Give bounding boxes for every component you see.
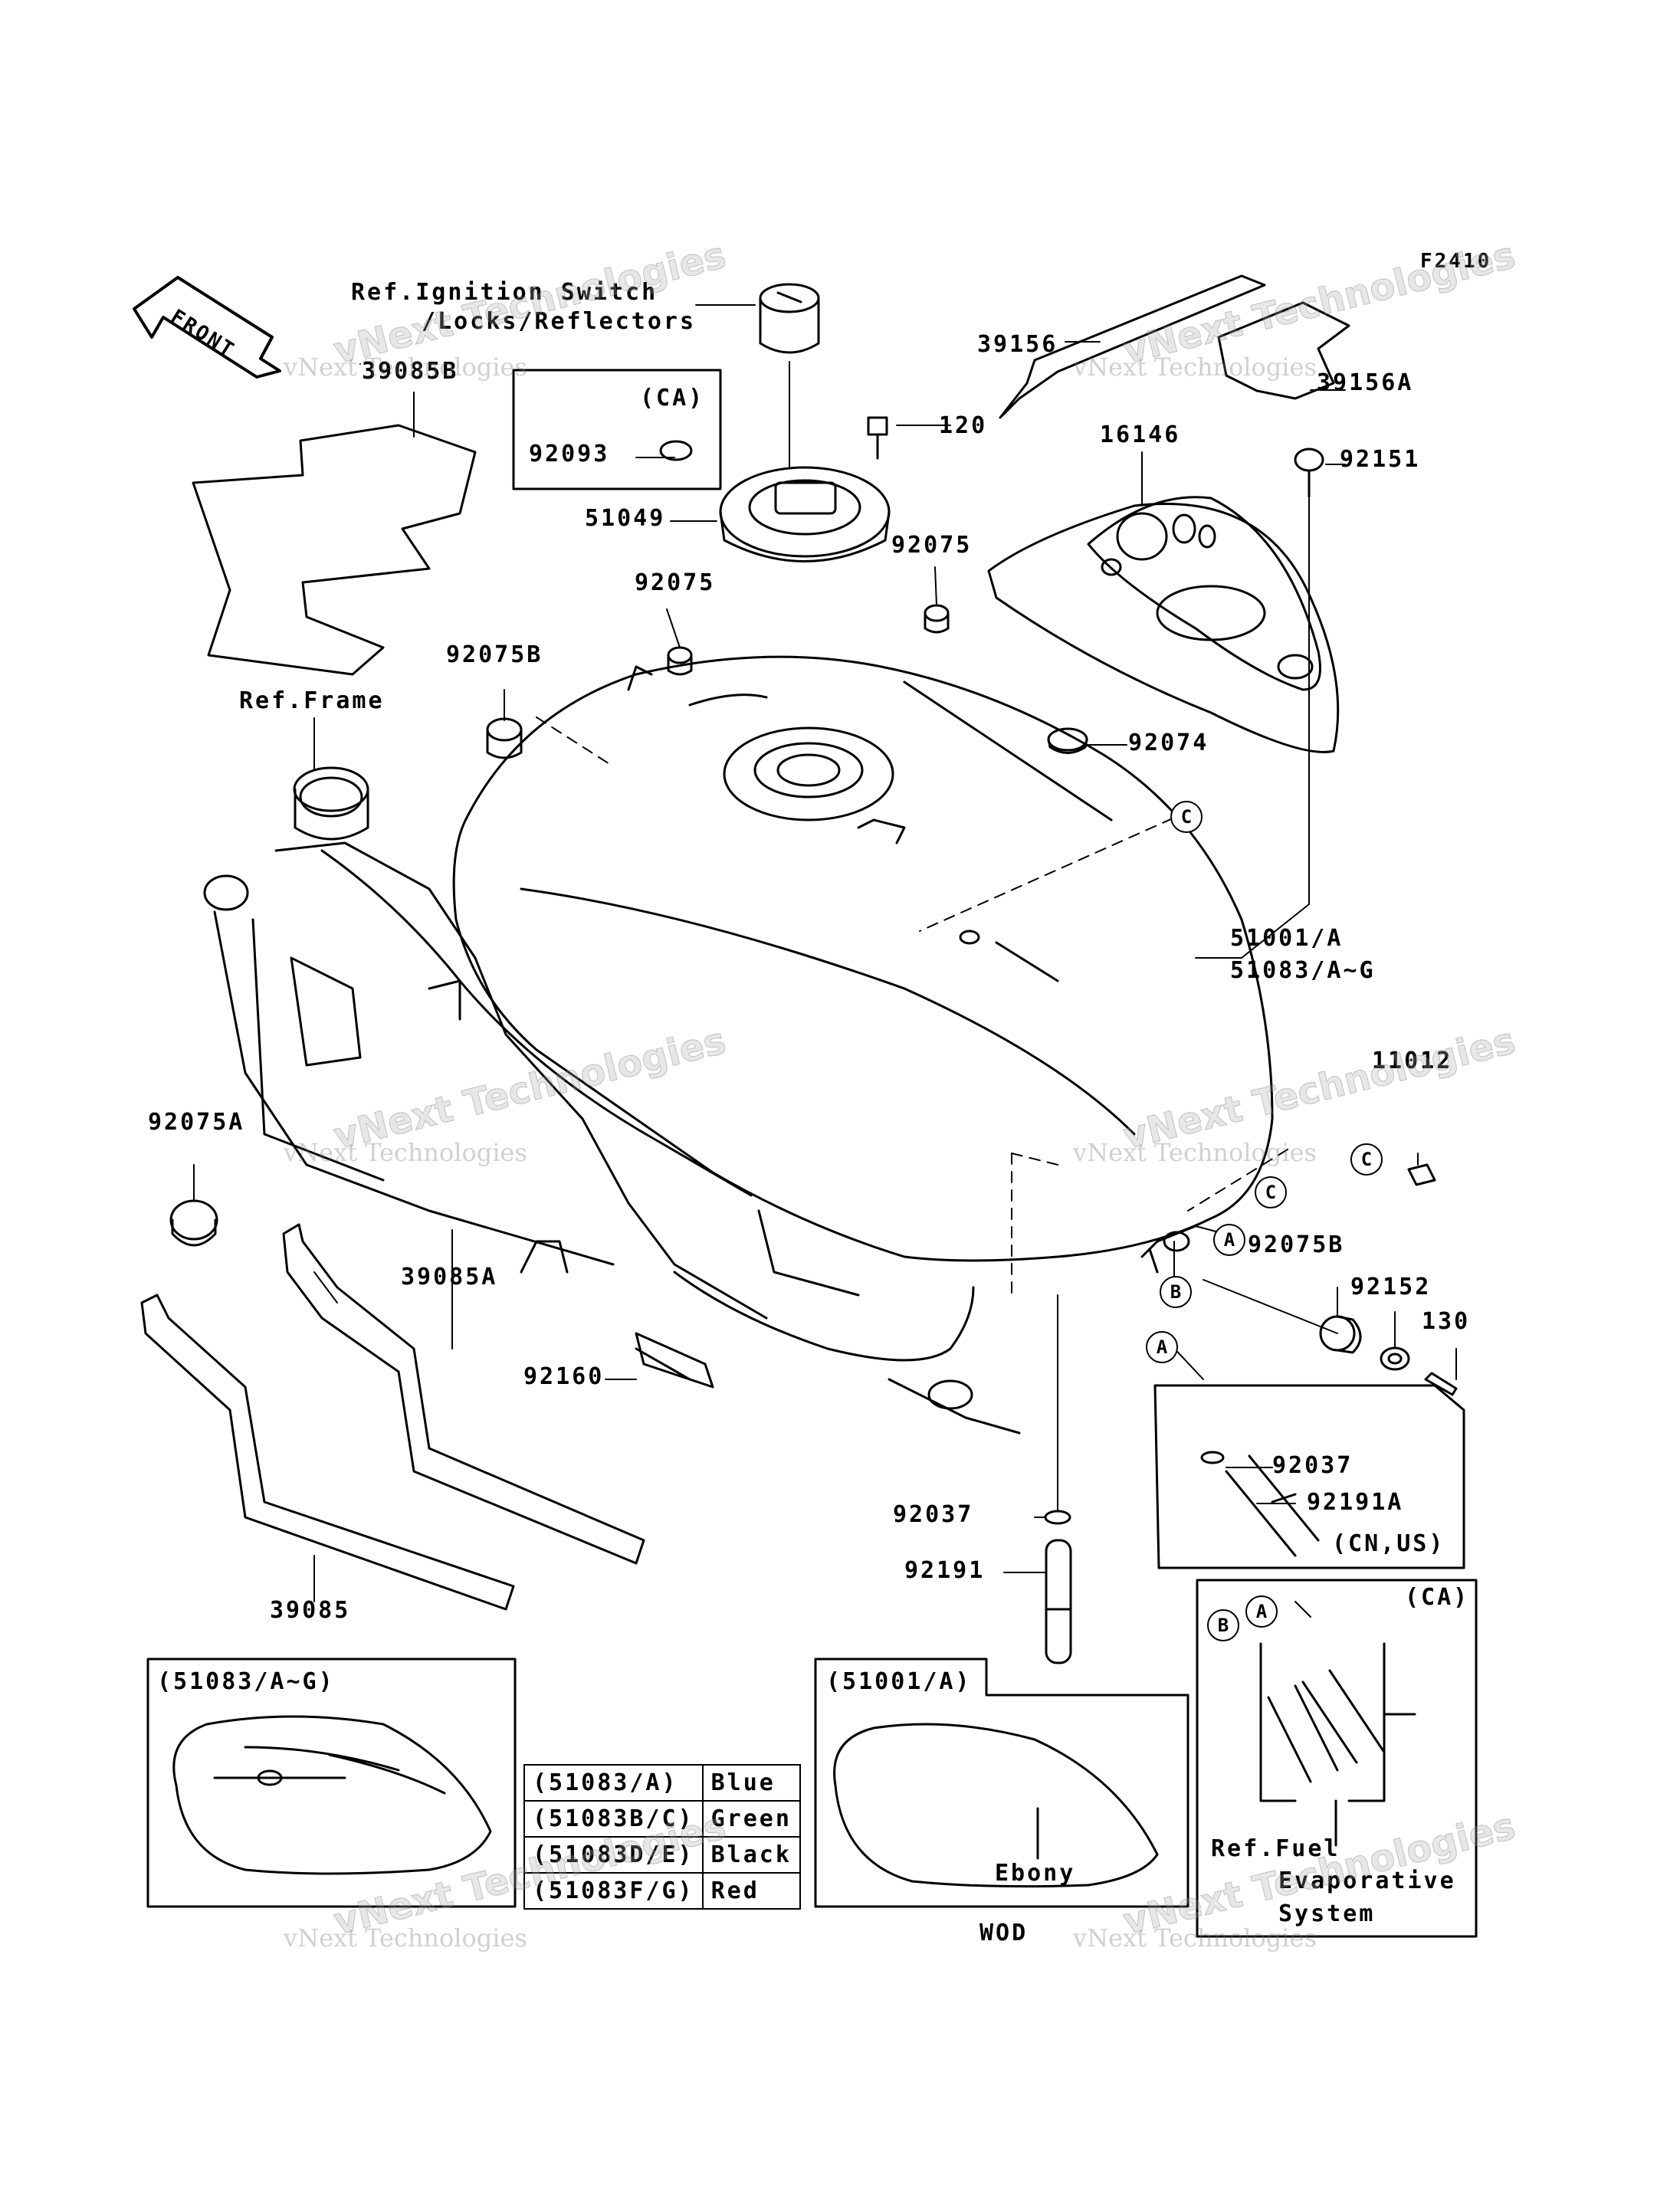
label-cn-us: (CN,US) xyxy=(1332,1530,1445,1557)
color-code-cell: (51083D/E) xyxy=(523,1836,704,1874)
color-name-cell: Black xyxy=(701,1836,801,1874)
fuel-cap-51049 xyxy=(719,466,891,562)
label-92075b-right: 92075B xyxy=(1248,1231,1345,1258)
ignition-cap xyxy=(759,283,820,354)
color-table: (51083/A)Blue(51083B/C)Green(51083D/E)Bl… xyxy=(523,1764,801,1910)
label-51083ag: 51083/A~G xyxy=(1230,957,1376,984)
callout-c-right-b: C xyxy=(1255,1176,1287,1208)
grommet-92075b-right xyxy=(1319,1315,1362,1354)
clamp-92037 xyxy=(1044,1510,1071,1525)
callout-c-upper: C xyxy=(1170,801,1203,833)
color-code-cell: (51083B/C) xyxy=(523,1800,704,1838)
grommet-92075-left xyxy=(667,646,693,676)
front-arrow-icon xyxy=(133,276,281,379)
color-table-row: (51083F/G)Red xyxy=(523,1872,801,1910)
label-92075-right: 92075 xyxy=(891,532,973,559)
clip-92160 xyxy=(635,1332,714,1389)
inset-51001 xyxy=(814,1658,1189,1908)
label-ca-bottom: (CA) xyxy=(1405,1584,1470,1611)
fuel-tank xyxy=(452,655,1274,1262)
dash-lines xyxy=(536,716,1288,1296)
callout-b-tank: B xyxy=(1160,1276,1192,1308)
color-name-cell: Red xyxy=(701,1872,801,1910)
label-92037: 92037 xyxy=(893,1501,974,1528)
color-name-cell: Blue xyxy=(701,1764,801,1802)
label-92037-box: 92037 xyxy=(1272,1452,1354,1479)
label-92075b-left: 92075B xyxy=(446,641,543,668)
label-ref-fuel-1: Ref.Fuel xyxy=(1211,1835,1340,1862)
color-table-row: (51083B/C)Green xyxy=(523,1800,801,1838)
color-code-cell: (51083F/G) xyxy=(523,1872,704,1910)
clip-11012 xyxy=(1407,1163,1436,1186)
inset-ca xyxy=(1196,1579,1478,1938)
pad-39085b xyxy=(192,424,477,676)
label-130: 130 xyxy=(1422,1308,1471,1335)
color-table-row: (51083D/E)Black xyxy=(523,1836,801,1874)
grommet-92075a xyxy=(169,1199,218,1247)
hose-92191 xyxy=(1045,1539,1072,1664)
inset-right-title: (51001/A) xyxy=(826,1668,972,1695)
label-ebony: Ebony xyxy=(995,1860,1076,1887)
callout-b-ca: B xyxy=(1207,1609,1239,1641)
label-92152: 92152 xyxy=(1350,1274,1432,1300)
label-92191a: 92191A xyxy=(1307,1489,1404,1516)
inset-left-title: (51083/A~G) xyxy=(157,1668,335,1695)
inset-cn-us xyxy=(1153,1384,1465,1569)
callout-a-ca: A xyxy=(1245,1595,1278,1628)
grommet-92074 xyxy=(1047,727,1088,754)
callout-a-box: A xyxy=(1146,1331,1178,1363)
color-name-cell: Green xyxy=(701,1800,801,1838)
callout-c-right-a: C xyxy=(1350,1143,1383,1176)
label-ref-fuel-2: Evaporative xyxy=(1278,1867,1456,1894)
inset-ca-top xyxy=(512,369,722,490)
tank-bracket xyxy=(1140,1225,1197,1274)
grommet-92075b-left xyxy=(486,717,523,759)
label-11012: 11012 xyxy=(1372,1048,1453,1074)
label-92075-left: 92075 xyxy=(635,569,716,596)
label-92191: 92191 xyxy=(904,1557,986,1584)
label-ref-frame: Ref.Frame xyxy=(239,687,385,714)
color-table-row: (51083/A)Blue xyxy=(523,1764,801,1802)
label-16146: 16146 xyxy=(1100,421,1181,448)
color-code-cell: (51083/A) xyxy=(523,1764,704,1802)
label-51049: 51049 xyxy=(585,505,666,532)
label-92160: 92160 xyxy=(523,1363,605,1390)
label-wod: WOD xyxy=(979,1920,1029,1946)
callout-a-tank: A xyxy=(1213,1224,1245,1256)
label-120: 120 xyxy=(939,412,988,439)
figure-code: F2410 xyxy=(1420,250,1492,273)
bolt-92151 xyxy=(1294,448,1324,498)
pad-39085a xyxy=(282,1223,645,1565)
label-39156a: 39156A xyxy=(1317,369,1414,396)
collar-92152 xyxy=(1380,1346,1410,1371)
label-92151: 92151 xyxy=(1340,446,1421,473)
label-ref-ignition-2: /Locks/Reflectors xyxy=(422,308,697,335)
pad-39085 xyxy=(140,1294,515,1611)
label-39156: 39156 xyxy=(977,331,1058,358)
label-39085a: 39085A xyxy=(401,1264,498,1290)
emblem-39156 xyxy=(999,274,1350,419)
bolt-130 xyxy=(1424,1372,1458,1396)
meter-cover-16146 xyxy=(987,496,1340,753)
inset-51083 xyxy=(146,1658,517,1908)
label-ref-ignition-1: Ref.Ignition Switch xyxy=(351,279,658,306)
leader-lines xyxy=(193,304,1457,1625)
label-39085: 39085 xyxy=(270,1597,351,1624)
label-92093: 92093 xyxy=(529,441,610,467)
grommet-92075-right xyxy=(924,604,950,634)
frame xyxy=(203,766,1021,1435)
label-39085b: 39085B xyxy=(362,358,459,385)
bolt-120 xyxy=(867,416,888,460)
label-ca-top: (CA) xyxy=(640,385,705,412)
label-92074: 92074 xyxy=(1128,730,1209,756)
label-92075a: 92075A xyxy=(148,1109,245,1136)
label-51001a: 51001/A xyxy=(1230,925,1344,952)
label-ref-fuel-3: System xyxy=(1278,1900,1376,1927)
